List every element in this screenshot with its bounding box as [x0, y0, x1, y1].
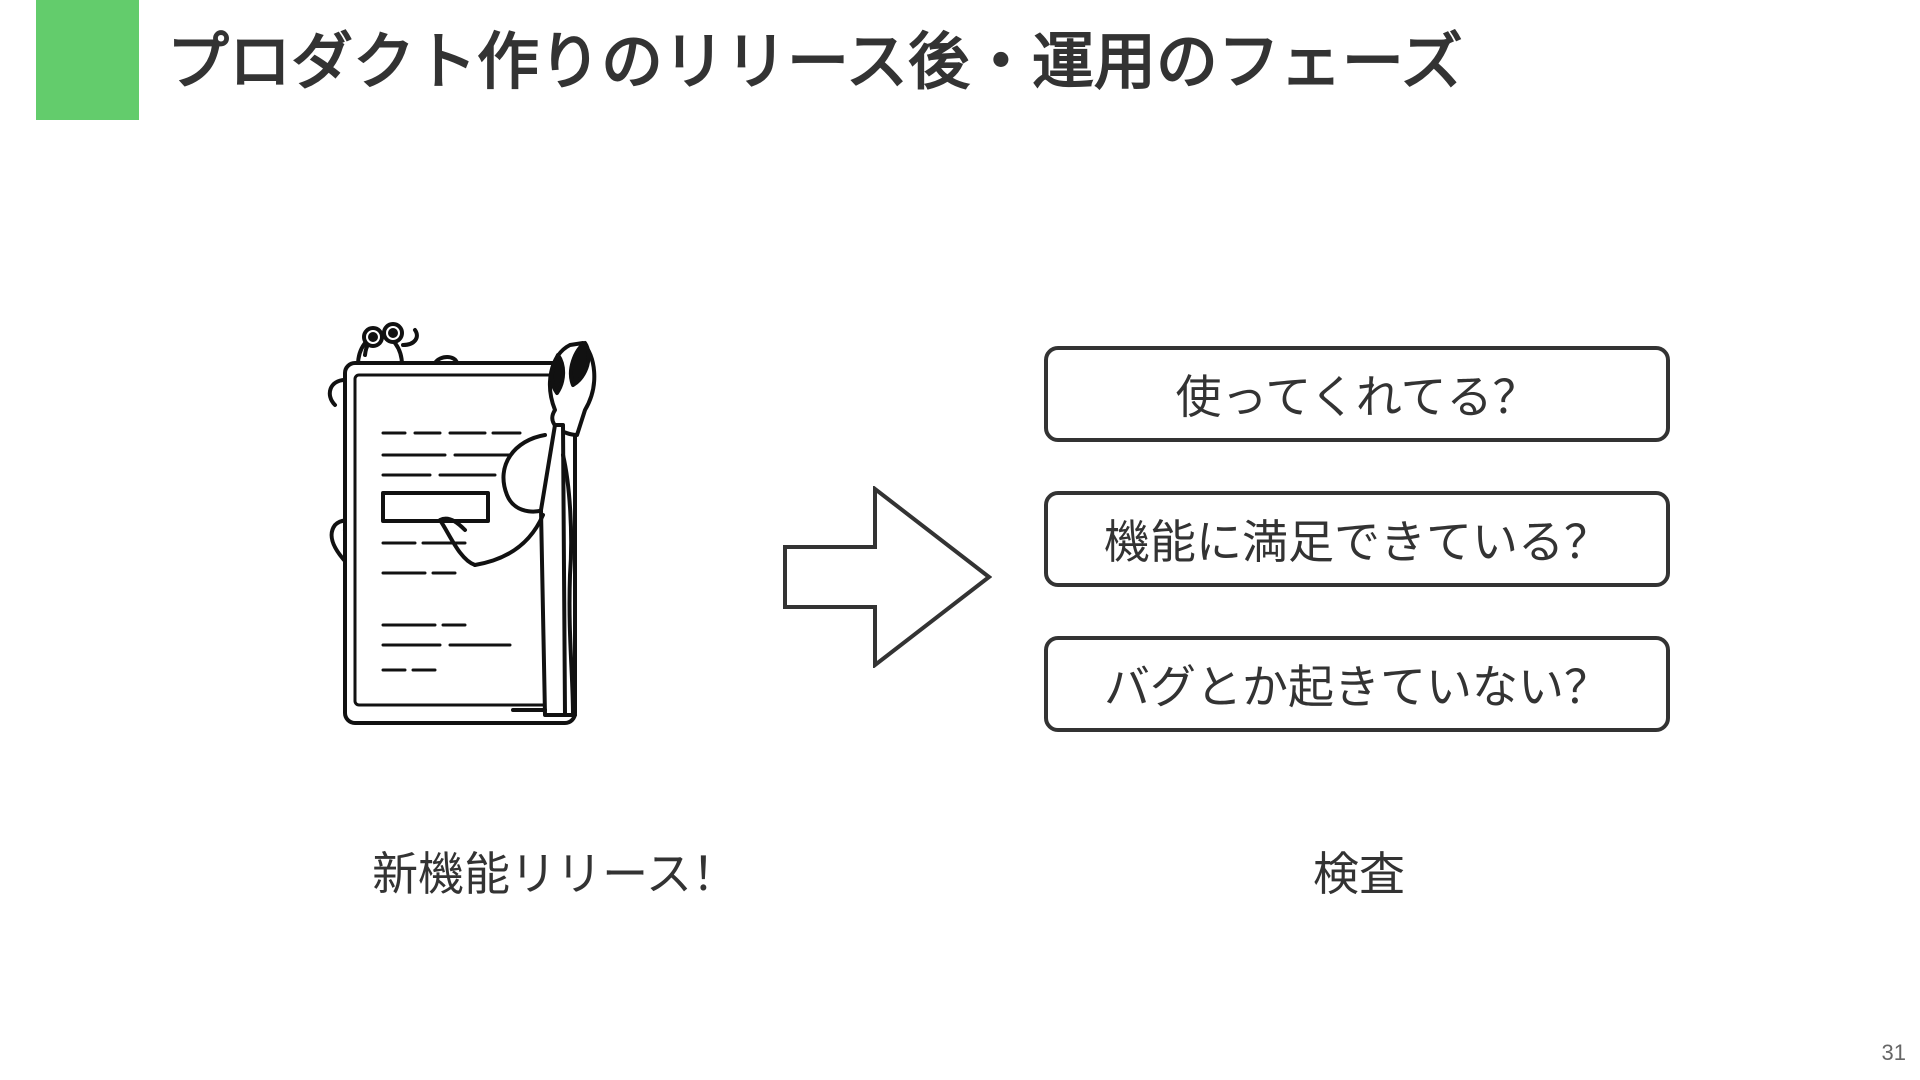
- right-arrow-icon: [782, 484, 993, 670]
- rabbit-character: [438, 341, 597, 717]
- question-text: 機能に満足できている？: [1104, 515, 1610, 569]
- inspection-caption: 検査: [1313, 847, 1405, 901]
- question-box-usage: 使ってくれてる？: [1044, 346, 1670, 442]
- illustration-caption: 新機能リリース！: [372, 847, 738, 901]
- question-box-satisfaction: 機能に満足できている？: [1044, 491, 1670, 587]
- characters-with-document-illustration: [315, 315, 695, 775]
- question-text: 使ってくれてる？: [1175, 370, 1539, 424]
- question-box-bugs: バグとか起きていない？: [1044, 636, 1670, 732]
- question-text: バグとか起きていない？: [1104, 660, 1610, 714]
- page-number: 31: [1881, 1040, 1906, 1065]
- title-accent-bar: [36, 0, 139, 120]
- page-title: プロダクト作りのリリース後・運用のフェーズ: [167, 25, 1463, 98]
